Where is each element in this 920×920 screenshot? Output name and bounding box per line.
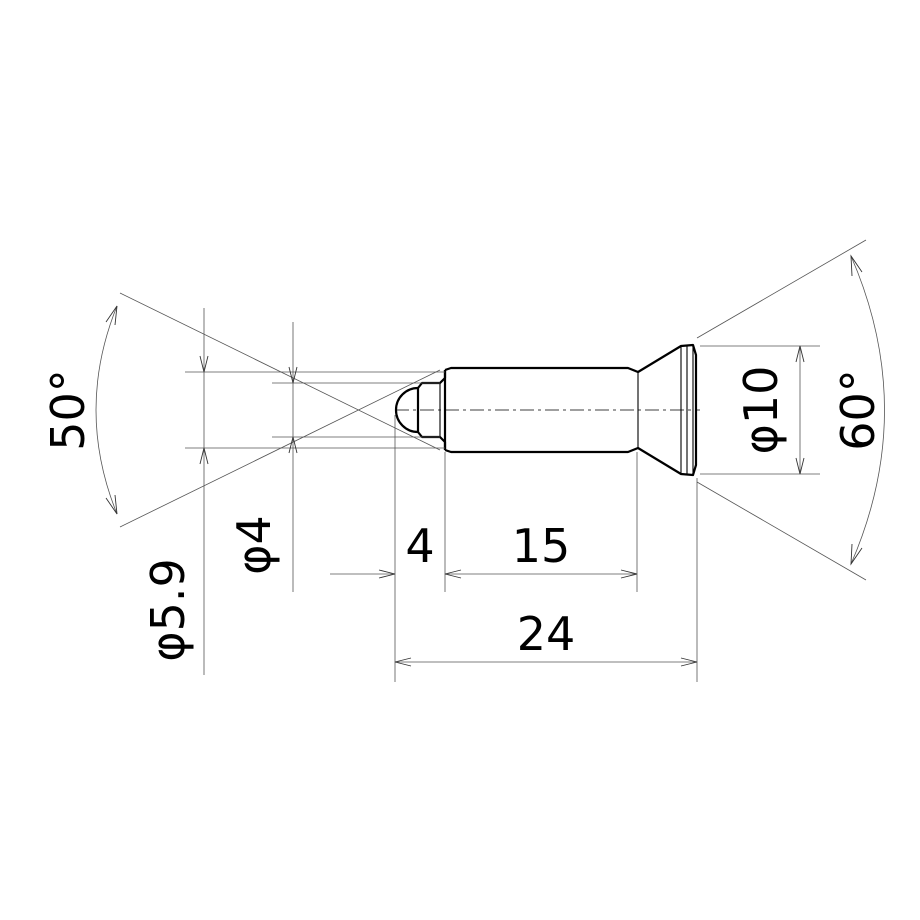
len-15-arrow-right bbox=[620, 569, 638, 579]
length-dimensions: 4 15 24 bbox=[330, 415, 698, 682]
dia-10-label: φ10 bbox=[734, 366, 788, 455]
angle-50-arc bbox=[95, 305, 118, 515]
dia-10-dimension: φ10 bbox=[700, 345, 820, 475]
len-15-arrow-left bbox=[444, 569, 462, 579]
angle-60-ext-lower bbox=[696, 481, 867, 581]
angle-50-label: 50° bbox=[41, 369, 95, 451]
angle-60-arrow-top bbox=[850, 254, 863, 277]
dia-10-arrow-bottom bbox=[795, 457, 805, 475]
angle-50-ext-lower bbox=[119, 369, 441, 528]
dia-10-arrow-top bbox=[795, 345, 805, 363]
dia-4-dimension: φ4 bbox=[227, 322, 440, 592]
dia-5-9-arrow-bottom bbox=[199, 447, 209, 465]
angle-60-dimension: 60° bbox=[696, 239, 885, 581]
shank bbox=[444, 366, 639, 454]
dia-4-arrow-top bbox=[288, 366, 298, 384]
dia-5-9-arrow-top bbox=[199, 355, 209, 373]
len-24-label: 24 bbox=[517, 607, 576, 661]
angle-50-dimension: 50° bbox=[41, 292, 441, 528]
len-24-arrow-left bbox=[394, 657, 412, 667]
angle-60-arc bbox=[850, 255, 885, 565]
angle-50-ext-upper bbox=[119, 292, 441, 451]
len-15-label: 15 bbox=[512, 519, 571, 573]
angle-60-label: 60° bbox=[831, 369, 885, 451]
flared-head bbox=[637, 343, 698, 477]
dia-4-label: φ4 bbox=[227, 515, 281, 575]
len-4-arrow bbox=[378, 569, 396, 579]
dia-5-9-label: φ5.9 bbox=[141, 558, 195, 662]
len-24-arrow-right bbox=[680, 657, 698, 667]
dia-4-arrow-bottom bbox=[288, 436, 298, 454]
dia-5-9-dimension: φ5.9 bbox=[141, 308, 445, 675]
len-4-label: 4 bbox=[405, 519, 434, 573]
angle-50-arrow-top bbox=[105, 305, 118, 326]
angle-60-arrow-bottom bbox=[850, 543, 863, 566]
dome-tip bbox=[394, 386, 419, 434]
angle-50-arrow-bottom bbox=[105, 494, 118, 515]
angle-60-ext-upper bbox=[696, 239, 867, 339]
part-outline bbox=[394, 343, 700, 477]
